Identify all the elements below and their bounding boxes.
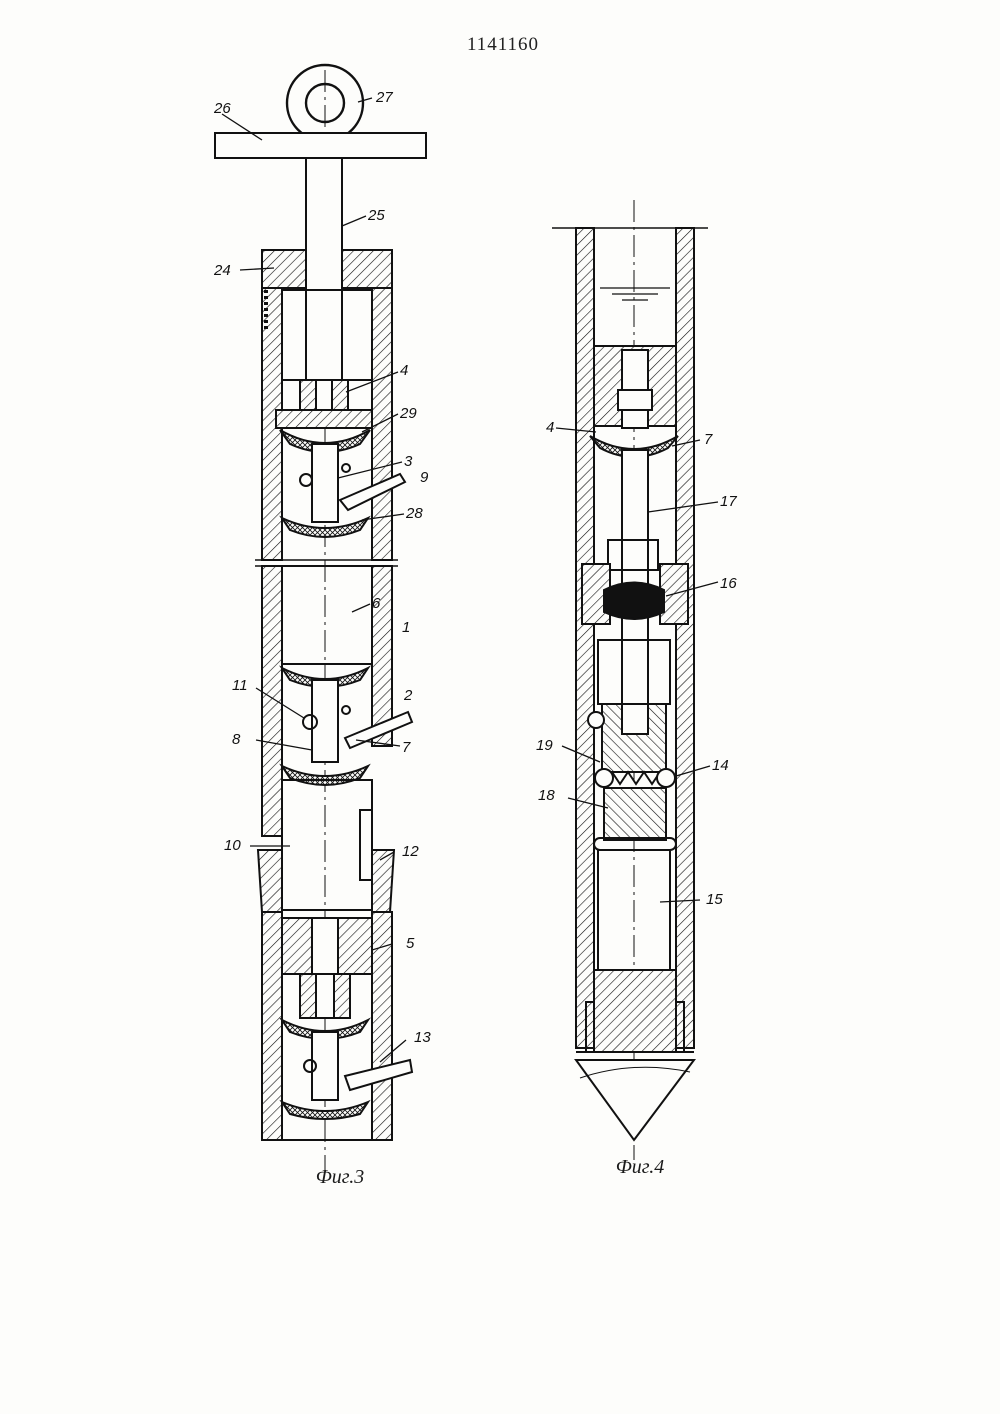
label-7: 7 [402, 739, 411, 756]
figure-4 [552, 200, 719, 1160]
label-6: 6 [372, 595, 381, 612]
label-5: 5 [406, 935, 415, 952]
label-11: 11 [232, 677, 248, 694]
figure-4-caption: Фиг.4 [615, 1156, 665, 1178]
label-2: 2 [403, 687, 413, 704]
label-1: 1 [402, 619, 410, 636]
figure-3-caption: Фиг.3 [315, 1166, 365, 1188]
label-24: 24 [213, 262, 231, 279]
label-25: 25 [367, 207, 385, 224]
label-4: 4 [400, 362, 408, 379]
label-28: 28 [405, 505, 423, 522]
label-3: 3 [404, 453, 413, 470]
figure-4-labels: 4 7 17 16 19 14 18 15 [536, 419, 737, 908]
patent-number: 1141160 [466, 34, 540, 55]
label-17: 17 [720, 493, 737, 510]
label-14: 14 [712, 757, 729, 774]
label-9: 9 [420, 469, 429, 486]
label-13: 13 [414, 1029, 431, 1046]
label-7-fig4: 7 [704, 431, 713, 448]
label-26: 26 [213, 100, 231, 117]
figure-3 [214, 63, 427, 1170]
label-16: 16 [720, 575, 737, 592]
label-18: 18 [538, 787, 555, 804]
figure-3-labels: 26 27 25 24 4 29 3 9 28 6 1 11 2 8 7 10 … [213, 89, 431, 1046]
label-10: 10 [224, 837, 241, 854]
label-4-fig4: 4 [546, 419, 554, 436]
label-8: 8 [232, 731, 241, 748]
label-15: 15 [706, 891, 723, 908]
label-19: 19 [536, 737, 553, 754]
label-12: 12 [402, 843, 419, 860]
label-29: 29 [399, 405, 417, 422]
label-27: 27 [375, 89, 393, 106]
